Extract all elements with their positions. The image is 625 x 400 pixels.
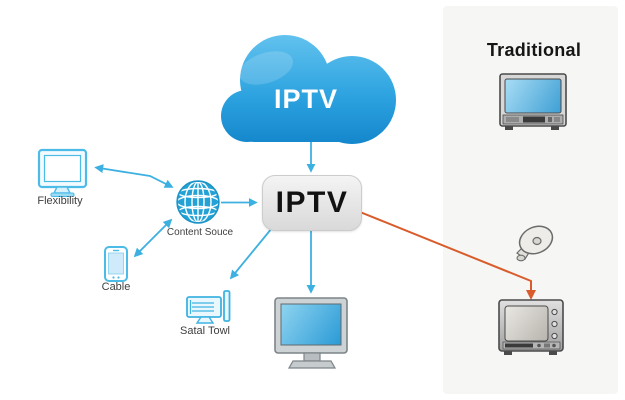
iptv-box: IPTV bbox=[262, 175, 362, 231]
label-flexibility: Flexibility bbox=[37, 195, 83, 207]
globe-icon bbox=[176, 180, 220, 224]
label-signal-tower: Satal Towl bbox=[180, 325, 230, 337]
arrow-monitor-globe bbox=[94, 164, 174, 188]
vintage-tv-icon bbox=[498, 299, 564, 355]
arrow-box-to-tower bbox=[229, 227, 273, 280]
smartphone-icon bbox=[104, 246, 128, 282]
satellite-dish-icon bbox=[516, 225, 554, 262]
label-content-source: Content Souce bbox=[166, 227, 234, 238]
monitor-icon bbox=[37, 148, 88, 197]
arrow-globe-phone bbox=[133, 218, 173, 258]
traditional-title: Traditional bbox=[486, 40, 582, 60]
cloud-icon bbox=[221, 35, 396, 144]
signal-tower-icon bbox=[186, 290, 231, 324]
iptv-box-label: IPTV bbox=[275, 186, 349, 219]
crt-tv-icon bbox=[499, 73, 567, 130]
arrows-layer bbox=[94, 134, 536, 300]
cloud-label: IPTV bbox=[273, 84, 338, 114]
arrow-box-to-traditional-tv bbox=[359, 211, 536, 300]
widescreen-monitor-icon bbox=[274, 297, 348, 369]
label-cable: Cable bbox=[101, 281, 131, 293]
